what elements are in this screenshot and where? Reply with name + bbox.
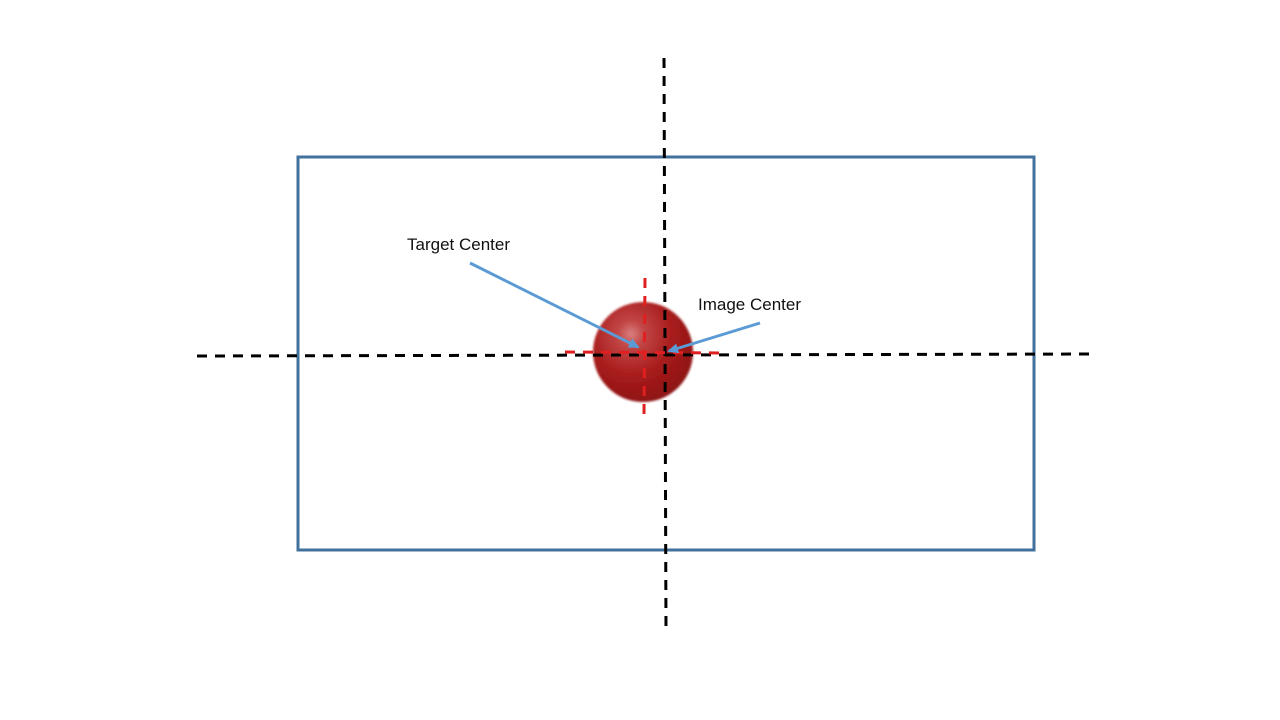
image-vertical-axis (662, 57, 668, 633)
target-vertical-crosshair (642, 277, 647, 417)
target-center-label: Target Center (407, 235, 510, 254)
image-horizontal-axis (196, 352, 1094, 358)
image-center-label: Image Center (698, 295, 801, 314)
image-center-arrow (667, 321, 761, 354)
target-center-arrow (469, 261, 640, 349)
